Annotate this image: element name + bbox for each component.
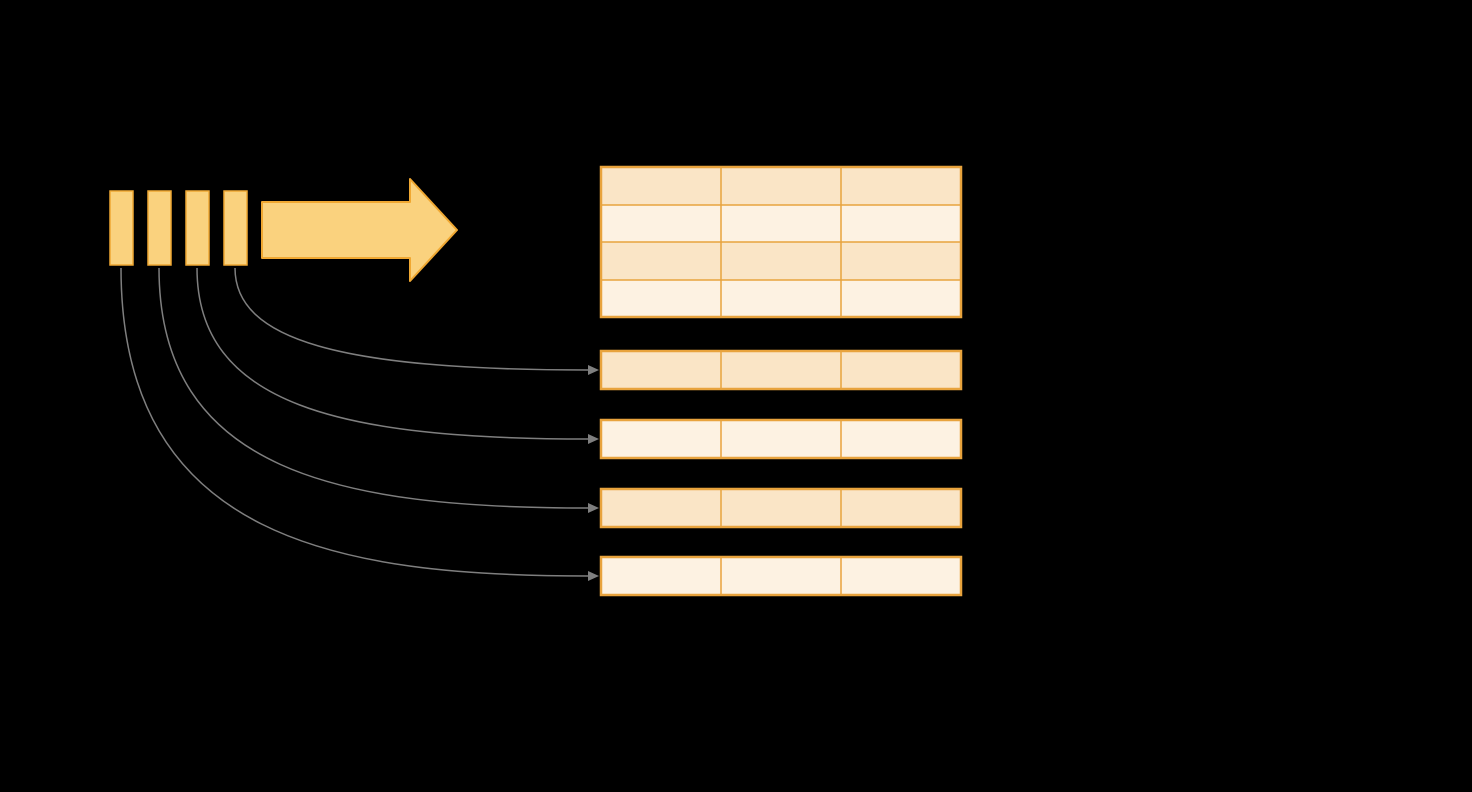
row-table-4-border xyxy=(599,555,963,597)
row-table-1 xyxy=(599,349,963,391)
connector-arrowhead-icon xyxy=(588,571,599,581)
row-table-3-border xyxy=(599,487,963,529)
connector-bar4-to-rowtable1 xyxy=(234,267,589,371)
main-table-row-1 xyxy=(601,167,961,205)
row-table-4 xyxy=(599,555,963,597)
row-table-1-fill xyxy=(601,351,961,389)
input-bar-3 xyxy=(185,190,210,266)
row-table-4-fill xyxy=(601,557,961,595)
flow-arrow-icon xyxy=(261,178,458,282)
input-bar-1 xyxy=(109,190,134,266)
connector-arrowhead-icon xyxy=(588,365,599,375)
connector-arrowhead-icon xyxy=(588,434,599,444)
connector-bar3-to-rowtable2 xyxy=(196,267,589,440)
main-table xyxy=(599,165,963,319)
input-bar-2 xyxy=(147,190,172,266)
main-table-row-4 xyxy=(601,280,961,317)
row-table-2-fill xyxy=(601,420,961,458)
row-table-1-border xyxy=(599,349,963,391)
connector-bar1-to-rowtable4 xyxy=(120,267,589,577)
connector-bar2-to-rowtable3 xyxy=(158,267,589,509)
main-table-row-3 xyxy=(601,242,961,280)
row-table-2-border xyxy=(599,418,963,460)
row-table-3-fill xyxy=(601,489,961,527)
connector-arrowhead-icon xyxy=(588,503,599,513)
main-table-row-2 xyxy=(601,205,961,242)
main-table-border xyxy=(599,165,963,319)
row-table-2 xyxy=(599,418,963,460)
row-table-3 xyxy=(599,487,963,529)
input-bar-4 xyxy=(223,190,248,266)
